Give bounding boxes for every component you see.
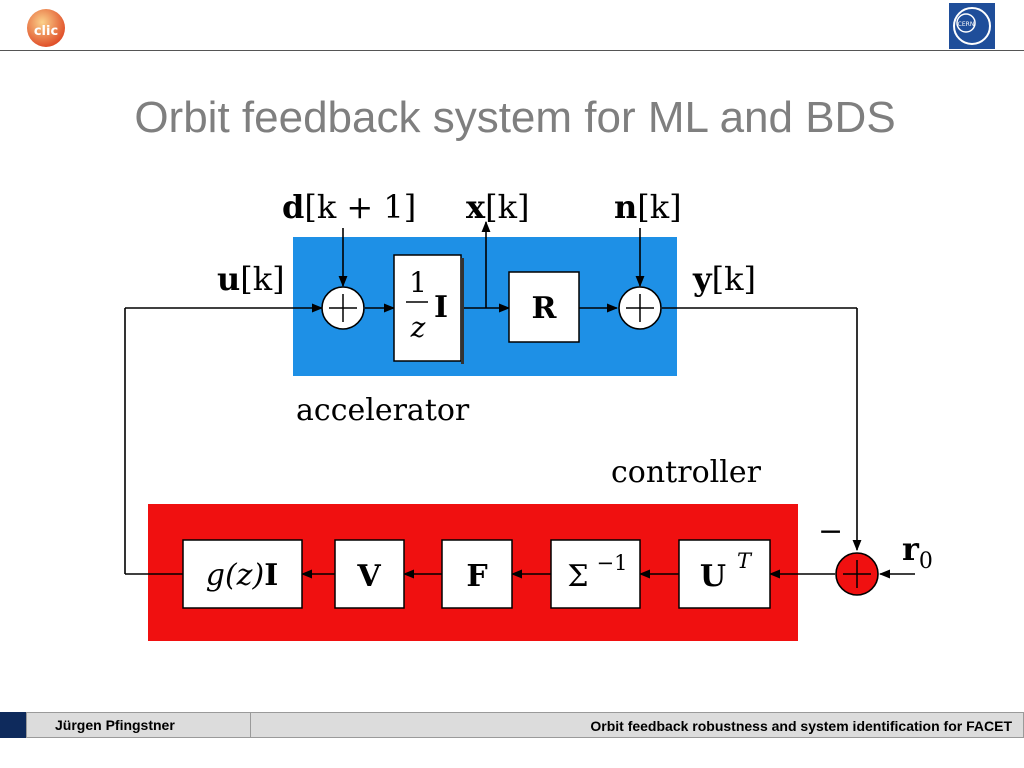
f-block: F [441, 539, 513, 609]
svg-text:g(z)I: g(z)I [206, 558, 278, 593]
gain-identity: I [264, 558, 278, 593]
response-block: R [508, 271, 580, 343]
footer-talk-title: Orbit feedback robustness and system ide… [590, 718, 1012, 734]
slide-title: Orbit feedback system for ML and BDS [134, 93, 896, 142]
sigma-label: Σ [567, 559, 588, 594]
gain-block: g(z)I [182, 539, 303, 609]
sum-junction-input [321, 286, 365, 330]
accelerator-label: accelerator [296, 393, 470, 428]
controller-label: controller [611, 455, 762, 490]
sigma-inverse-block: Σ −1 [550, 539, 641, 609]
delay-numerator: 1 [409, 266, 427, 299]
sigma-superscript: −1 [597, 551, 628, 575]
footer-author: Jürgen Pfingstner [55, 717, 175, 733]
sum-junction-reference [835, 552, 879, 596]
v-label: V [356, 559, 381, 594]
footer-author-box [26, 712, 251, 738]
clic-logo: clic [27, 9, 65, 47]
svg-text:clic: clic [34, 24, 58, 39]
delay-denominator: z [410, 311, 426, 344]
output-label: y[k] [692, 260, 756, 298]
footer-bar: Jürgen Pfingstner Orbit feedback robustn… [0, 712, 1024, 738]
footer-accent [0, 712, 26, 738]
response-label: R [532, 291, 558, 326]
state-label: x[k] [466, 188, 529, 226]
delay-block: 1 z I [393, 254, 464, 364]
sum-junction-noise [618, 286, 662, 330]
gain-label: g(z) [206, 558, 264, 593]
feedback-block-diagram: 1 z I R g(z)I V F Σ −1 [124, 188, 933, 641]
minus-sign: − [818, 514, 843, 549]
input-label: u[k] [217, 260, 285, 298]
reference-label: r0 [902, 530, 933, 574]
cern-logo: CERN [949, 3, 995, 49]
disturbance-label: d[k + 1] [282, 188, 416, 226]
u-superscript: T [737, 549, 753, 573]
f-label: F [466, 559, 487, 594]
noise-label: n[k] [614, 188, 682, 226]
v-block: V [334, 539, 405, 609]
footer-talk-box [250, 712, 1024, 738]
u-transpose-block: U T [678, 539, 771, 609]
delay-identity: I [434, 290, 448, 325]
header-divider [0, 50, 1024, 51]
svg-text:CERN: CERN [958, 21, 975, 28]
u-label: U [700, 559, 726, 594]
